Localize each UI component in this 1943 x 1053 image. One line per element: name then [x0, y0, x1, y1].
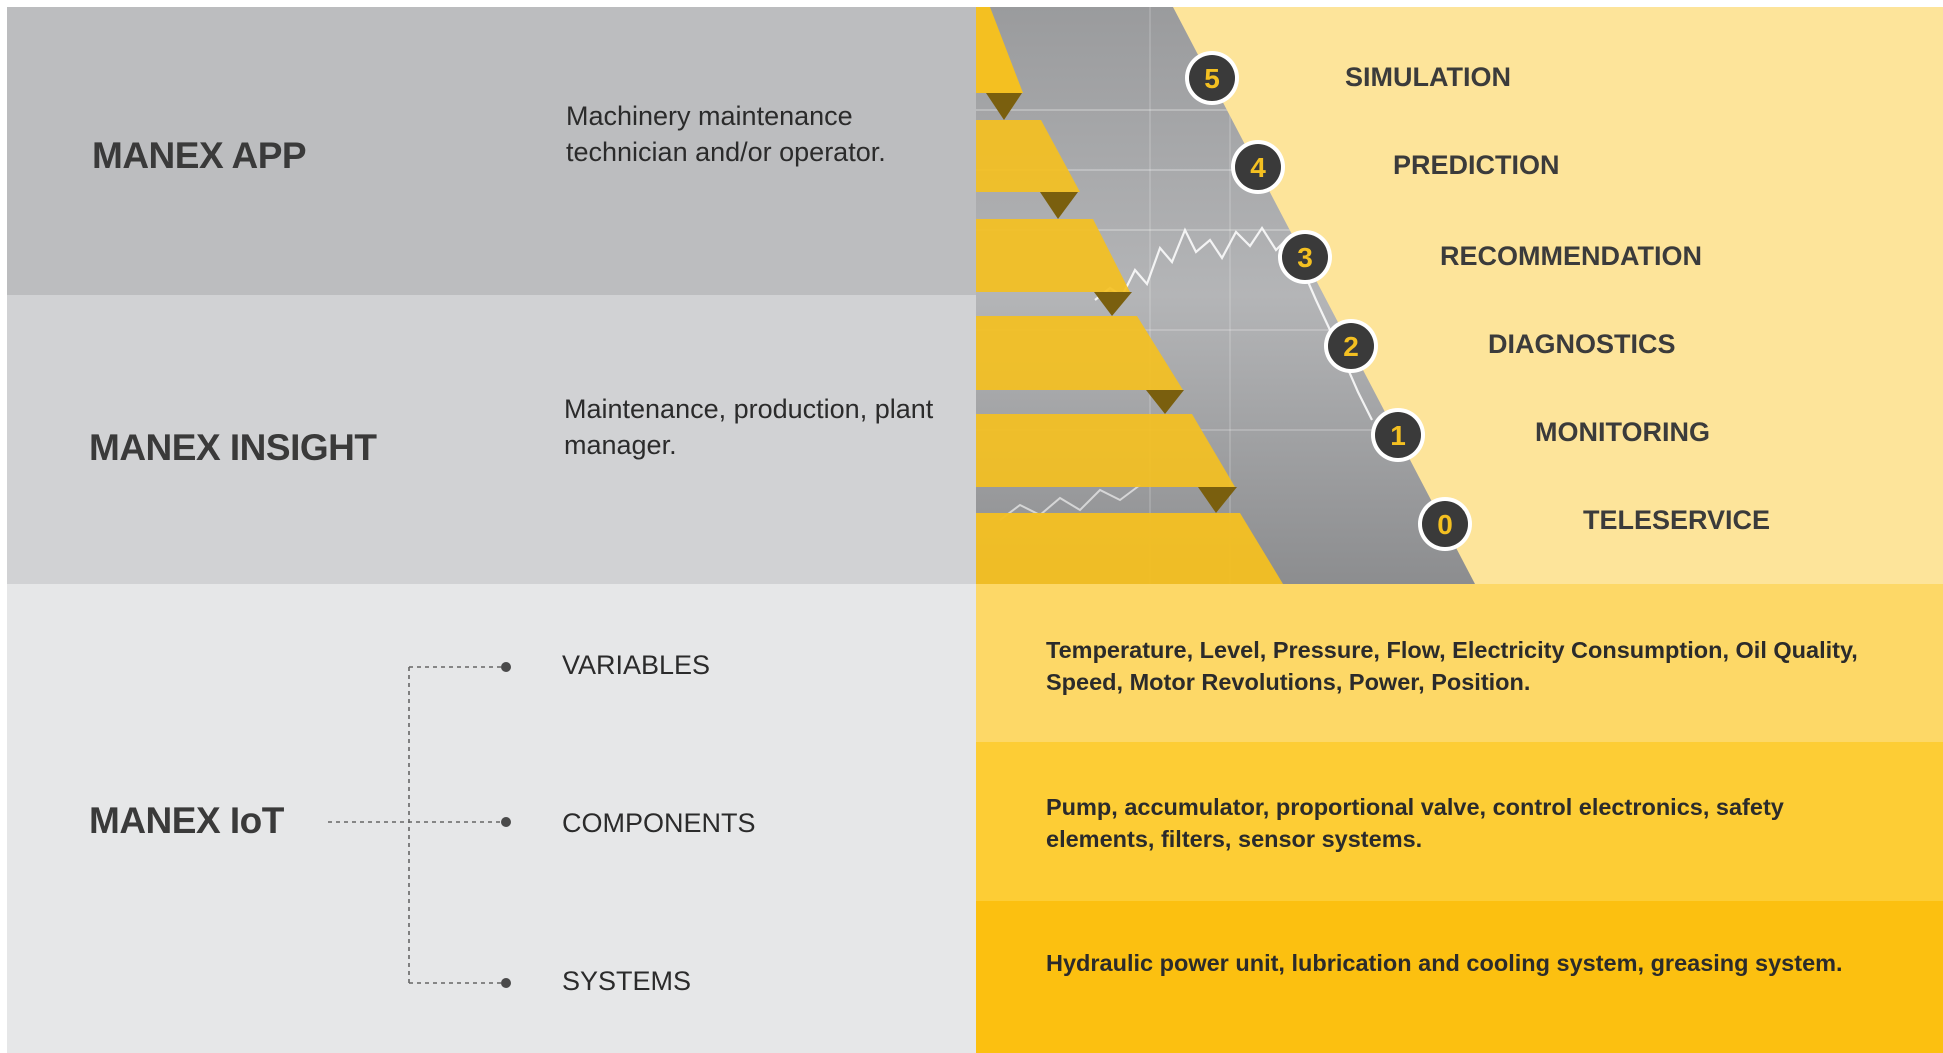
badge-number: 2	[1343, 331, 1359, 362]
row-title-manex-insight: MANEX INSIGHT	[89, 427, 377, 468]
branch-label-systems: SYSTEMS	[562, 966, 692, 996]
systems-detail-text: Hydraulic power unit, lubrication and co…	[1046, 950, 1843, 976]
step-3	[976, 219, 1130, 292]
level-label-recommendation: RECOMMENDATION	[1440, 241, 1702, 271]
badge-disc	[1422, 501, 1468, 547]
level-label-prediction: PREDICTION	[1393, 150, 1560, 180]
row-title-manex-app: MANEX APP	[92, 135, 307, 176]
manex-insight-band	[7, 295, 976, 584]
systems-detail-band	[976, 901, 1943, 1053]
connector-dot-variables	[501, 662, 511, 672]
variables-detail-band	[976, 584, 1943, 742]
level-label-monitoring: MONITORING	[1535, 417, 1710, 447]
level-badge-1: 1	[1371, 408, 1425, 462]
manex-iot-band	[7, 584, 976, 1053]
components-detail-text: Pump, accumulator, proportional valve, c…	[1046, 794, 1784, 852]
level-badge-5: 5	[1185, 51, 1239, 105]
row-title-manex-iot: MANEX IoT	[89, 800, 284, 841]
level-badges: 5 4 3 2 1 0	[1185, 51, 1472, 551]
badge-disc	[1328, 323, 1374, 369]
level-label-teleservice: TELESERVICE	[1583, 505, 1771, 535]
badge-number: 1	[1390, 420, 1406, 451]
connector-dot-components	[501, 817, 511, 827]
branch-label-components: COMPONENTS	[562, 808, 756, 838]
level-steps	[976, 7, 1283, 584]
badge-disc	[1375, 412, 1421, 458]
connector-dot-systems	[501, 978, 511, 988]
price-line	[1094, 225, 1373, 421]
level-badge-4: 4	[1231, 140, 1285, 194]
step-0	[976, 513, 1283, 584]
badge-disc	[1282, 234, 1328, 280]
level-badge-2: 2	[1324, 319, 1378, 373]
step-4-arrow	[1040, 192, 1078, 219]
step-3-arrow	[1094, 292, 1132, 316]
components-detail-band	[976, 742, 1943, 901]
step-1	[976, 414, 1235, 487]
manex-app-description: Machinery maintenance technician and/or …	[566, 101, 886, 167]
step-1-arrow	[1198, 487, 1237, 513]
step-4	[976, 120, 1080, 192]
iot-connectors	[328, 666, 506, 984]
step-5-arrow	[986, 93, 1022, 120]
badge-number: 3	[1297, 242, 1313, 273]
step-2	[976, 316, 1183, 390]
step-5	[976, 7, 1023, 93]
badge-number: 5	[1204, 63, 1220, 94]
branch-label-variables: VARIABLES	[562, 650, 711, 680]
variables-detail-text: Temperature, Level, Pressure, Flow, Elec…	[1046, 637, 1858, 695]
badge-disc	[1235, 144, 1281, 190]
level-label-diagnostics: DIAGNOSTICS	[1488, 329, 1676, 359]
manex-insight-description: Maintenance, production, plant manager.	[564, 394, 934, 460]
badge-number: 0	[1437, 509, 1453, 540]
manex-app-band	[7, 7, 976, 295]
badge-number: 4	[1250, 152, 1266, 183]
level-badge-3: 3	[1278, 230, 1332, 284]
level-badge-0: 0	[1418, 497, 1472, 551]
step-2-arrow	[1146, 390, 1184, 414]
badge-disc	[1189, 55, 1235, 101]
level-label-simulation: SIMULATION	[1345, 62, 1511, 92]
